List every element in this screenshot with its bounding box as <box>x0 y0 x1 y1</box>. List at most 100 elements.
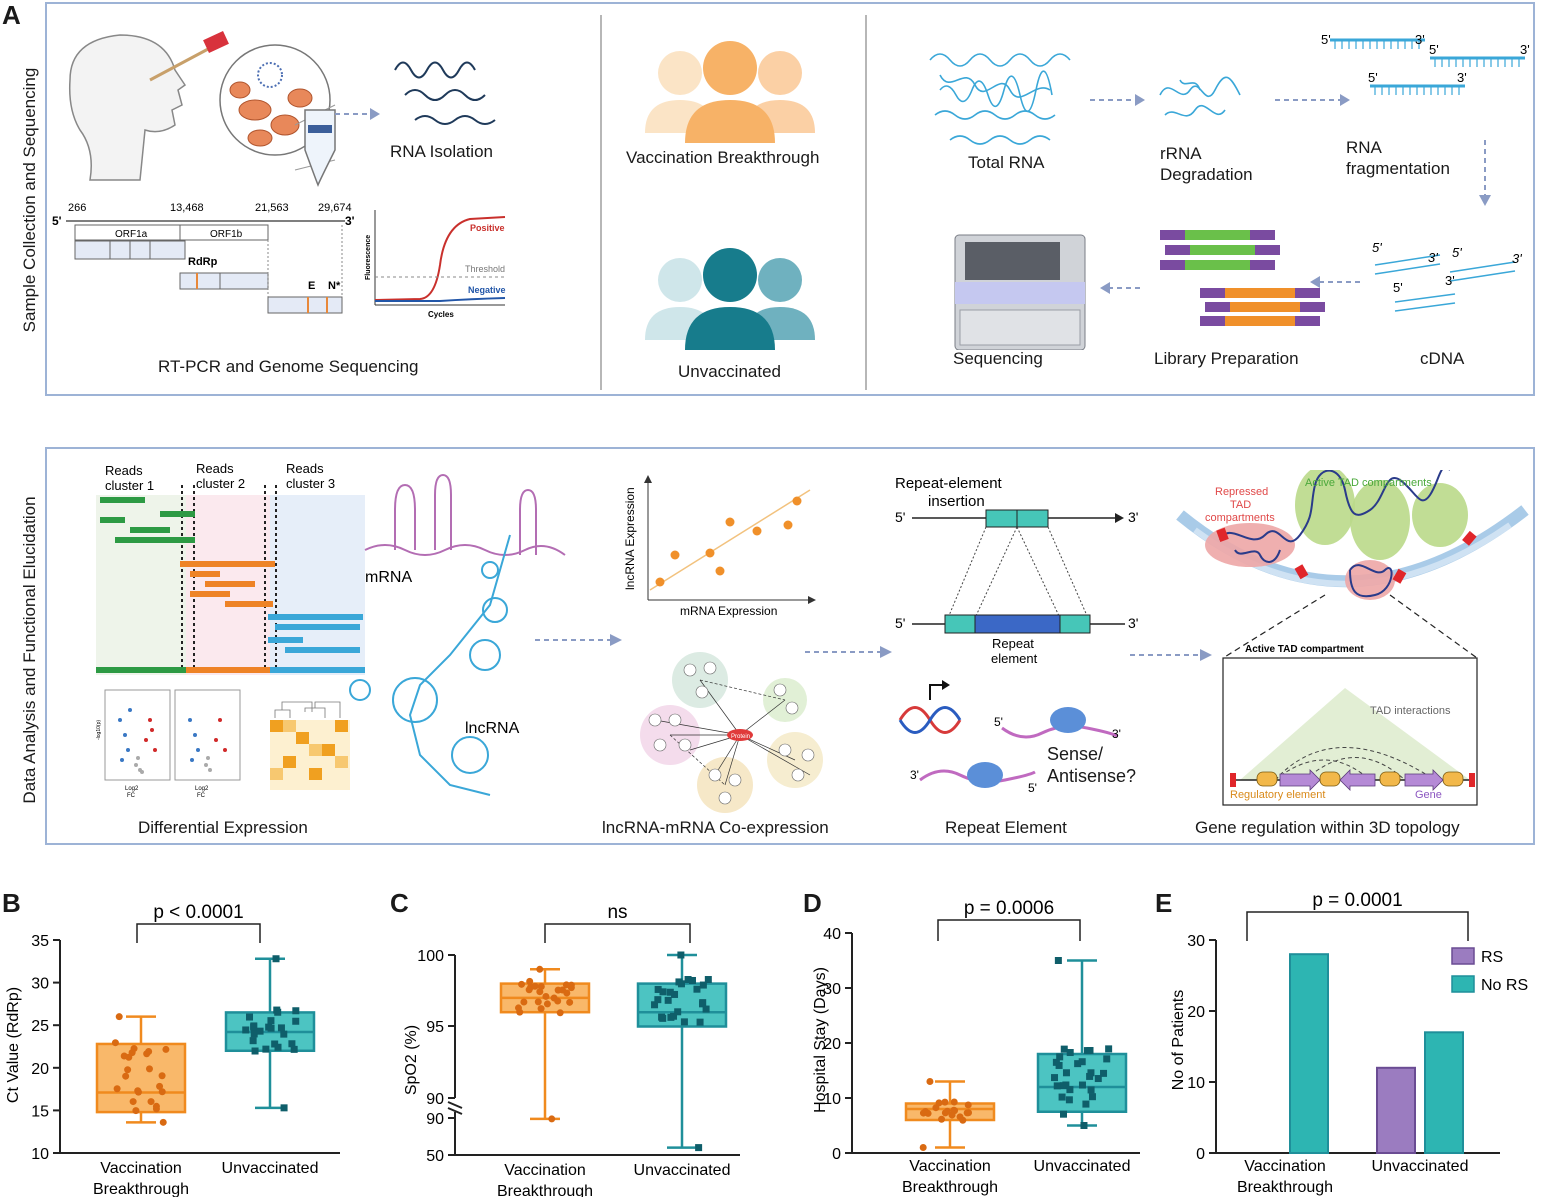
chart-b-box1-point-3 <box>250 1030 258 1038</box>
frag-3p-2: 3' <box>1520 42 1530 57</box>
repressed-label-3: compartments <box>1205 512 1275 524</box>
vaccination-breakthrough-people-icon <box>645 41 815 143</box>
chart-b-box0-box <box>95 1042 187 1114</box>
chart-b-box1-point-11 <box>274 1043 282 1051</box>
tad-caption: Gene regulation within 3D topology <box>1195 818 1460 837</box>
panel-letter-e: E <box>1155 888 1173 918</box>
chart-e-xlabel-0-1: Breakthrough <box>1237 1179 1333 1196</box>
chart-d-box0-point-17 <box>938 1115 946 1123</box>
chart-b-box1-point-9 <box>292 1017 300 1025</box>
chart-c-ytick-label-1: 90 <box>426 1111 444 1128</box>
chart-c-box0-point-17 <box>536 988 544 996</box>
chart-d-box1-point-27 <box>1082 1100 1090 1108</box>
chart-d-box1-point-10 <box>1103 1055 1111 1063</box>
tad-topology-diagram: Repressed TAD compartments Active TAD co… <box>1176 470 1529 806</box>
repeat-element-caption: Repeat Element <box>945 818 1067 837</box>
cdna-3p-2: 3' <box>1512 251 1522 266</box>
chart-d-box1-point-11 <box>1066 1049 1074 1057</box>
volcano1-ylabel: -log10(p) <box>96 720 102 740</box>
chart-c-box0-point-25 <box>514 1004 522 1012</box>
rna-fragmentation-label-2: fragmentation <box>1346 159 1450 178</box>
repeat-element-diagram: Repeat-element insertion 5' 3' 5' 3' Rep… <box>895 475 1138 795</box>
network-center-label: Protein <box>731 734 750 740</box>
pos-13468: 13,468 <box>170 202 204 214</box>
chart-d-box1-point-15 <box>1087 1069 1095 1077</box>
chart-b-box1-point-14 <box>267 1024 275 1032</box>
cdna-5p-2: 5' <box>1452 245 1462 260</box>
chart-d-box1-point-13 <box>1052 1058 1060 1066</box>
chart-c-box1-point-5 <box>654 985 662 993</box>
chart-b-ytick-label-3: 25 <box>31 1018 49 1035</box>
chart-d-box1-point-3 <box>1074 1060 1082 1068</box>
chart-c-box0-point-18 <box>518 980 526 988</box>
chart-b-box1-point-8 <box>280 1030 288 1038</box>
chart-b-box1-point-23 <box>267 1017 275 1025</box>
chart-c-box0-point-0 <box>548 1115 556 1123</box>
chart-b-box0-point-8 <box>134 1087 142 1095</box>
chart-c-box0-point-24 <box>520 998 528 1006</box>
chart-c-box0-point-20 <box>531 982 539 990</box>
chart-b-box1-point-10 <box>246 1013 254 1021</box>
cdna-3p-3: 3' <box>1445 273 1455 288</box>
genome-map: 5' 3' 266 13,468 21,563 29,674 ORF1a ORF… <box>52 202 355 314</box>
chart-c-xlabel-0-1: Breakthrough <box>497 1183 593 1197</box>
chart-d-box0-point-9 <box>948 1111 956 1119</box>
chart-b-box0-point-1 <box>115 1013 123 1021</box>
separator-1 <box>600 15 602 390</box>
active-tad-label: Active TAD compartments <box>1305 477 1432 489</box>
cdna-3p-1: 3' <box>1428 250 1438 265</box>
chart-b-box0-point-16 <box>145 1048 153 1056</box>
chart-d-box1-point-12 <box>1078 1081 1086 1089</box>
chart-d-box0-point-16 <box>919 1109 927 1117</box>
chart-c-box1-point-8 <box>688 976 696 984</box>
e-gene-label: E <box>308 280 315 292</box>
chart-c-annotation: ns <box>607 902 627 923</box>
chart-e-ytick-label-2: 20 <box>1187 1004 1205 1021</box>
chart-c-box0-point-5 <box>543 1000 551 1008</box>
volcano2-xlabel1: Log2 <box>195 786 209 792</box>
genome-3prime: 3' <box>345 214 355 228</box>
chart-b-box1-point-4 <box>292 1007 300 1015</box>
chart-e-ytick-label-3: 30 <box>1187 933 1205 950</box>
chart-c-box1-point-23 <box>664 996 672 1004</box>
chart-d-xlabel-1-0: Unvaccinated <box>1034 1158 1131 1175</box>
coexpression-scatter: mRNA Expression lncRNA Expression <box>623 475 816 618</box>
chart-e-ytick-label-1: 10 <box>1187 1075 1205 1092</box>
repeat-3p-top: 3' <box>1128 509 1138 525</box>
chart-b-ylabel: Ct Value (RdRp) <box>5 987 22 1103</box>
chart-d-box1-point-14 <box>1066 1086 1074 1094</box>
chart-c-box1-point-25 <box>675 978 683 986</box>
chart-d-box1-point-21 <box>1059 1082 1067 1090</box>
repeat-insertion-label-2: insertion <box>928 493 985 510</box>
chart-b-xlabel-0-0: Vaccination <box>100 1160 182 1177</box>
chart-c-box0-point-13 <box>534 998 542 1006</box>
chart-b-box0-point-23 <box>113 1085 121 1093</box>
panel-letter-d: D <box>803 888 822 918</box>
pos-21563: 21,563 <box>255 202 289 214</box>
chart-c-axis-break-2 <box>447 1107 463 1115</box>
chart-b-box0-point-20 <box>147 1098 155 1106</box>
chart-d-box1-point-6 <box>1058 1093 1066 1101</box>
chart-d-box0-point-18 <box>963 1109 971 1117</box>
chart-b-box0-point-22 <box>129 1098 137 1106</box>
chart-c-box0-point-16 <box>559 986 567 994</box>
chart-c-box0-point-2 <box>556 1009 564 1017</box>
differential-expression-illustration: Reads cluster 1 Reads cluster 2 Reads cl… <box>96 461 566 799</box>
chart-d-box0-point-13 <box>956 1113 964 1121</box>
genome-5prime: 5' <box>52 214 62 228</box>
rtpcr-caption: RT-PCR and Genome Sequencing <box>158 357 419 376</box>
chart-c-box1-point-0 <box>695 1144 703 1152</box>
unvaccinated-people-icon <box>645 248 815 350</box>
chart-d-box0-point-7 <box>943 1107 951 1115</box>
chart-c-box1-point-24 <box>651 1001 659 1009</box>
coexpression-network: Protein <box>640 652 823 813</box>
chart-d-box1-point-2 <box>1060 1045 1068 1053</box>
chart-b-box0-point-13 <box>130 1045 138 1053</box>
chart-c-box0-point-21 <box>554 997 562 1005</box>
pos-266: 266 <box>68 202 86 214</box>
chart-d-box1-point-28 <box>1086 1046 1094 1054</box>
chart-d-box0-point-8 <box>935 1099 943 1107</box>
chart-d-ytick-label-2: 20 <box>823 1036 841 1053</box>
chart-c-bracket <box>544 923 691 943</box>
